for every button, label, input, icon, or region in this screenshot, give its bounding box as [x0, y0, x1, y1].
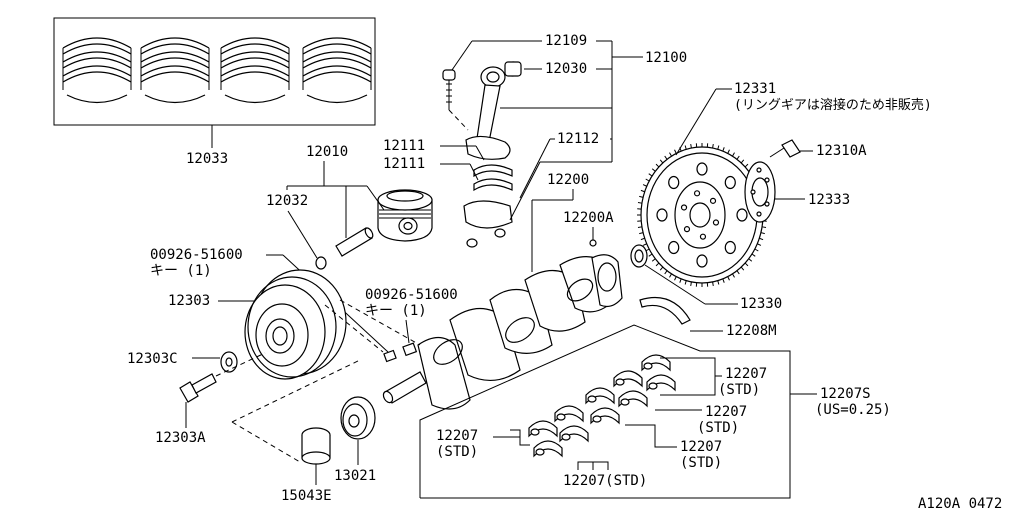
main-bearing-shell-6 — [533, 440, 563, 458]
woodruff-key-1 — [383, 349, 397, 363]
label-key1-part: 00926-51600 — [150, 247, 243, 263]
crank-collar — [301, 427, 331, 465]
label-12303a: 12303A — [155, 430, 206, 446]
piston-ring-stack-4 — [302, 37, 372, 104]
label-12310a: 12310A — [816, 143, 867, 159]
label-bearing1-part: 12207 — [725, 366, 767, 382]
label-key2-note: キー (1) — [365, 303, 427, 319]
flywheel-bolt — [769, 139, 801, 158]
pulley-bolt — [179, 373, 217, 403]
label-12200a: 12200A — [563, 210, 614, 226]
rod-bolt — [442, 69, 456, 110]
label-12331: 12331 — [734, 81, 776, 97]
crank-sprocket — [340, 396, 376, 440]
thrust-washer — [639, 296, 691, 325]
rod-cap — [463, 200, 513, 248]
label-12303: 12303 — [168, 293, 210, 309]
washer — [220, 351, 238, 373]
label-12112: 12112 — [557, 131, 599, 147]
main-bearing-shell-8 — [590, 407, 620, 425]
main-bearing-shell-5 — [641, 354, 671, 372]
piston-ring-stack-2 — [140, 37, 210, 104]
label-12331-note: (リングギアは溶接のため非販売) — [734, 97, 932, 113]
label-12207s-note: (US=0.25) — [815, 402, 891, 418]
reinforcement-plate — [744, 161, 776, 223]
label-bearing4-std: (STD) — [436, 444, 478, 460]
label-bearing5: 12207(STD) — [563, 473, 647, 489]
label-bearing3-part: 12207 — [680, 439, 722, 455]
snap-ring — [315, 256, 327, 270]
woodruff-key-2 — [402, 342, 418, 357]
label-12303c: 12303C — [127, 351, 178, 367]
main-bearing-shell-10 — [646, 374, 676, 392]
rear-oil-seal — [630, 244, 648, 268]
flywheel — [637, 143, 767, 287]
reference-code: A120A 0472 — [918, 496, 1002, 512]
main-bearing-shell-3 — [585, 387, 615, 405]
label-15043e: 15043E — [281, 488, 332, 504]
crankshaft — [382, 239, 623, 410]
rod-bearing-upper — [473, 164, 513, 192]
main-bearing-shell-7 — [559, 425, 589, 443]
main-bearing-shell-2 — [554, 405, 584, 423]
label-12033: 12033 — [186, 151, 228, 167]
label-12330: 12330 — [740, 296, 782, 312]
label-12200: 12200 — [547, 172, 589, 188]
label-12030: 12030 — [545, 61, 587, 77]
main-bearing-shell-4 — [613, 370, 643, 388]
connecting-rod — [465, 61, 522, 160]
label-12100: 12100 — [645, 50, 687, 66]
piston-ring-set — [53, 17, 376, 126]
piston-ring-stack-3 — [220, 37, 290, 104]
label-12032: 12032 — [266, 193, 308, 209]
crank-pulley — [244, 269, 347, 380]
label-12208m: 12208M — [726, 323, 777, 339]
label-bearing1-std: (STD) — [718, 382, 760, 398]
piston-ring-stack-1 — [62, 37, 132, 104]
label-key2-part: 00926-51600 — [365, 287, 458, 303]
label-bearing3-std: (STD) — [680, 455, 722, 471]
main-bearing-shell-1 — [528, 420, 558, 438]
label-12111-a: 12111 — [383, 138, 425, 154]
label-12111-b: 12111 — [383, 156, 425, 172]
label-key1-note: キー (1) — [150, 263, 212, 279]
label-13021: 13021 — [334, 468, 376, 484]
main-bearing-shell-9 — [618, 390, 648, 408]
label-12010: 12010 — [306, 144, 348, 160]
label-12207s: 12207S — [820, 386, 871, 402]
main-bearing-group — [419, 324, 791, 499]
piston-pin — [335, 227, 374, 257]
label-12109: 12109 — [545, 33, 587, 49]
label-bearing4-part: 12207 — [436, 428, 478, 444]
label-12333: 12333 — [808, 192, 850, 208]
piston — [377, 189, 433, 242]
label-bearing2-part: 12207 — [705, 404, 747, 420]
label-bearing2-std: (STD) — [697, 420, 739, 436]
